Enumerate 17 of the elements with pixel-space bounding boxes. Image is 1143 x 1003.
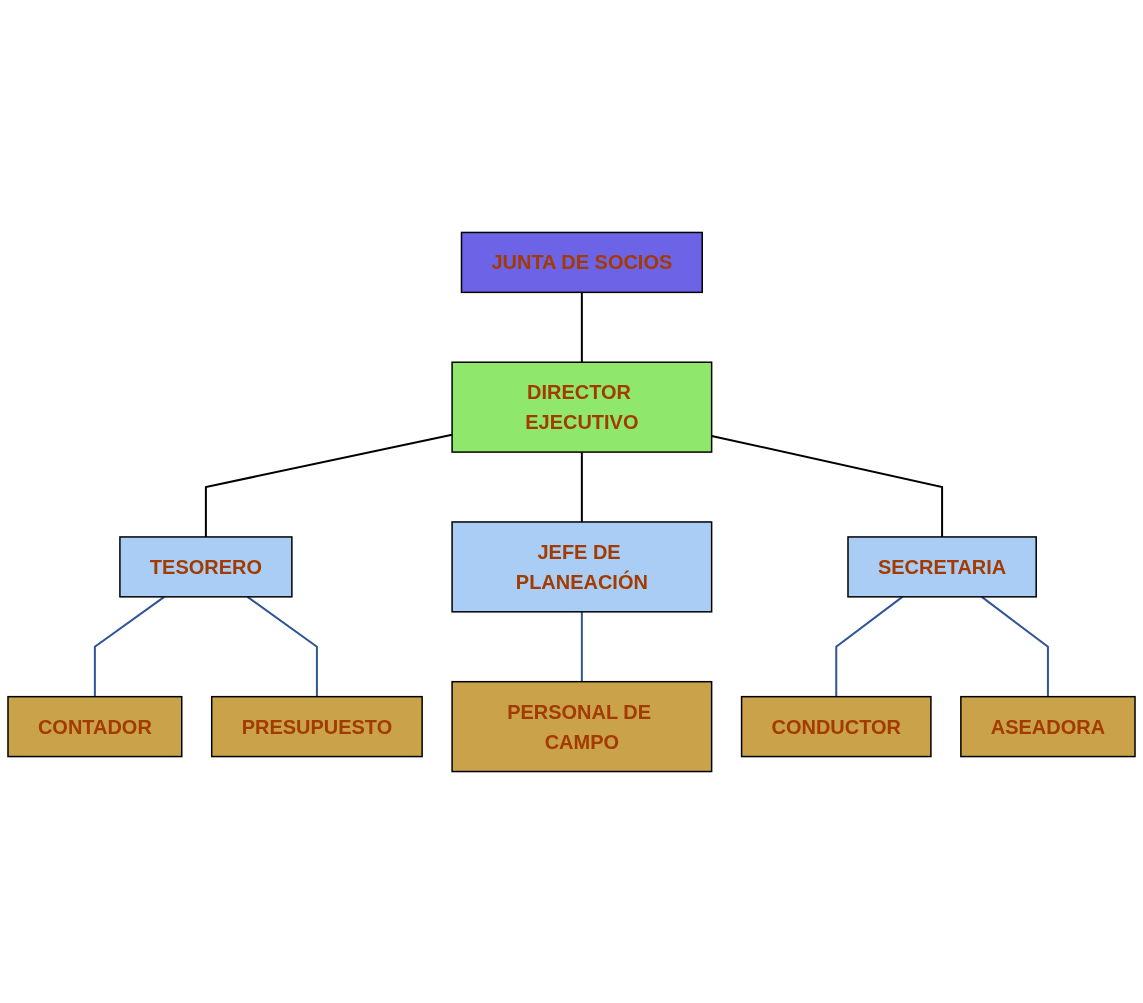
node-box: ASEADORA	[960, 695, 1136, 757]
node-box: SECRETARIA	[847, 535, 1037, 598]
node-box: PERSONAL DE CAMPO	[451, 680, 713, 772]
node-box: JUNTA DE SOCIOS	[460, 231, 703, 293]
node-box: PRESUPUESTO	[210, 695, 423, 757]
connector	[93, 595, 166, 698]
node-box: JEFE DE PLANEACIÓN	[451, 520, 713, 613]
node-box: CONDUCTOR	[740, 695, 932, 757]
connector	[580, 610, 583, 683]
connector	[580, 450, 583, 523]
connector	[980, 595, 1049, 698]
node-box: CONTADOR	[7, 695, 183, 757]
connector	[580, 290, 583, 363]
connector	[246, 595, 318, 698]
node-box: TESORERO	[119, 535, 293, 598]
connector	[835, 595, 904, 698]
node-box: DIRECTOR EJECUTIVO	[451, 361, 713, 453]
